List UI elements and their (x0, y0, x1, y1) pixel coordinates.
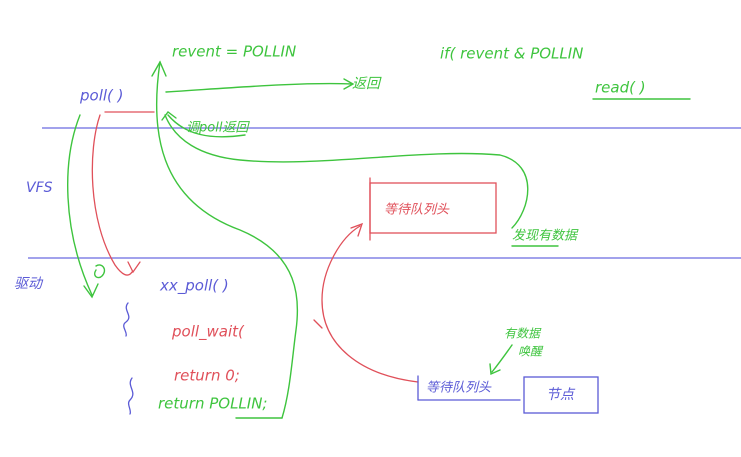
red-down-from-poll (91, 114, 133, 276)
label-if: if( revent & POLLIN (440, 45, 583, 63)
label-xx-poll: xx_poll( ) (159, 277, 229, 296)
green-arrow-unpoll (167, 114, 246, 138)
green-arrow-return (165, 82, 353, 93)
red-mark (313, 319, 323, 329)
label-queue-bottom: 等待队列头 (426, 381, 492, 396)
label-poll: poll( ) (79, 87, 124, 105)
green-arrowhead-return (343, 78, 355, 90)
green-driver-arrowhead (83, 283, 99, 299)
green-loop-found (164, 114, 529, 229)
green-flow-from-poll (155, 61, 299, 419)
label-return-top: 返回 (352, 76, 382, 92)
label-vfs: VFS (26, 180, 53, 196)
green-arrowhead-unpoll (161, 111, 177, 121)
brace-1 (123, 302, 130, 337)
green-wake-arrow (491, 344, 513, 373)
brace-2 (127, 377, 134, 415)
label-found: 发现有数据 (512, 229, 579, 244)
red-arrowhead-xx (127, 261, 141, 274)
green-arrowhead-top (151, 60, 167, 77)
label-queue-top: 等待队列头 (384, 203, 450, 218)
label-node: 节点 (546, 387, 576, 403)
label-wake-1: 有数据 (504, 327, 542, 341)
red-arrowhead-queue (350, 222, 364, 237)
label-poll-wait: poll_wait( (171, 323, 245, 342)
green-mark-p (93, 264, 106, 279)
label-read: read( ) (595, 79, 646, 97)
label-return0: return 0; (174, 367, 240, 385)
label-wake-2: 唤醒 (518, 345, 544, 359)
label-driver: 驱动 (14, 276, 44, 292)
green-wake-arrowhead (489, 363, 501, 376)
red-link-queue (321, 225, 419, 383)
label-return-pollin: return POLLIN; (158, 395, 268, 413)
label-revent-pollin: revent = POLLIN (172, 43, 296, 61)
green-driver-arrow (67, 114, 93, 296)
label-unpoll-return: 调poll返回 (186, 121, 250, 136)
node-box (523, 376, 599, 414)
